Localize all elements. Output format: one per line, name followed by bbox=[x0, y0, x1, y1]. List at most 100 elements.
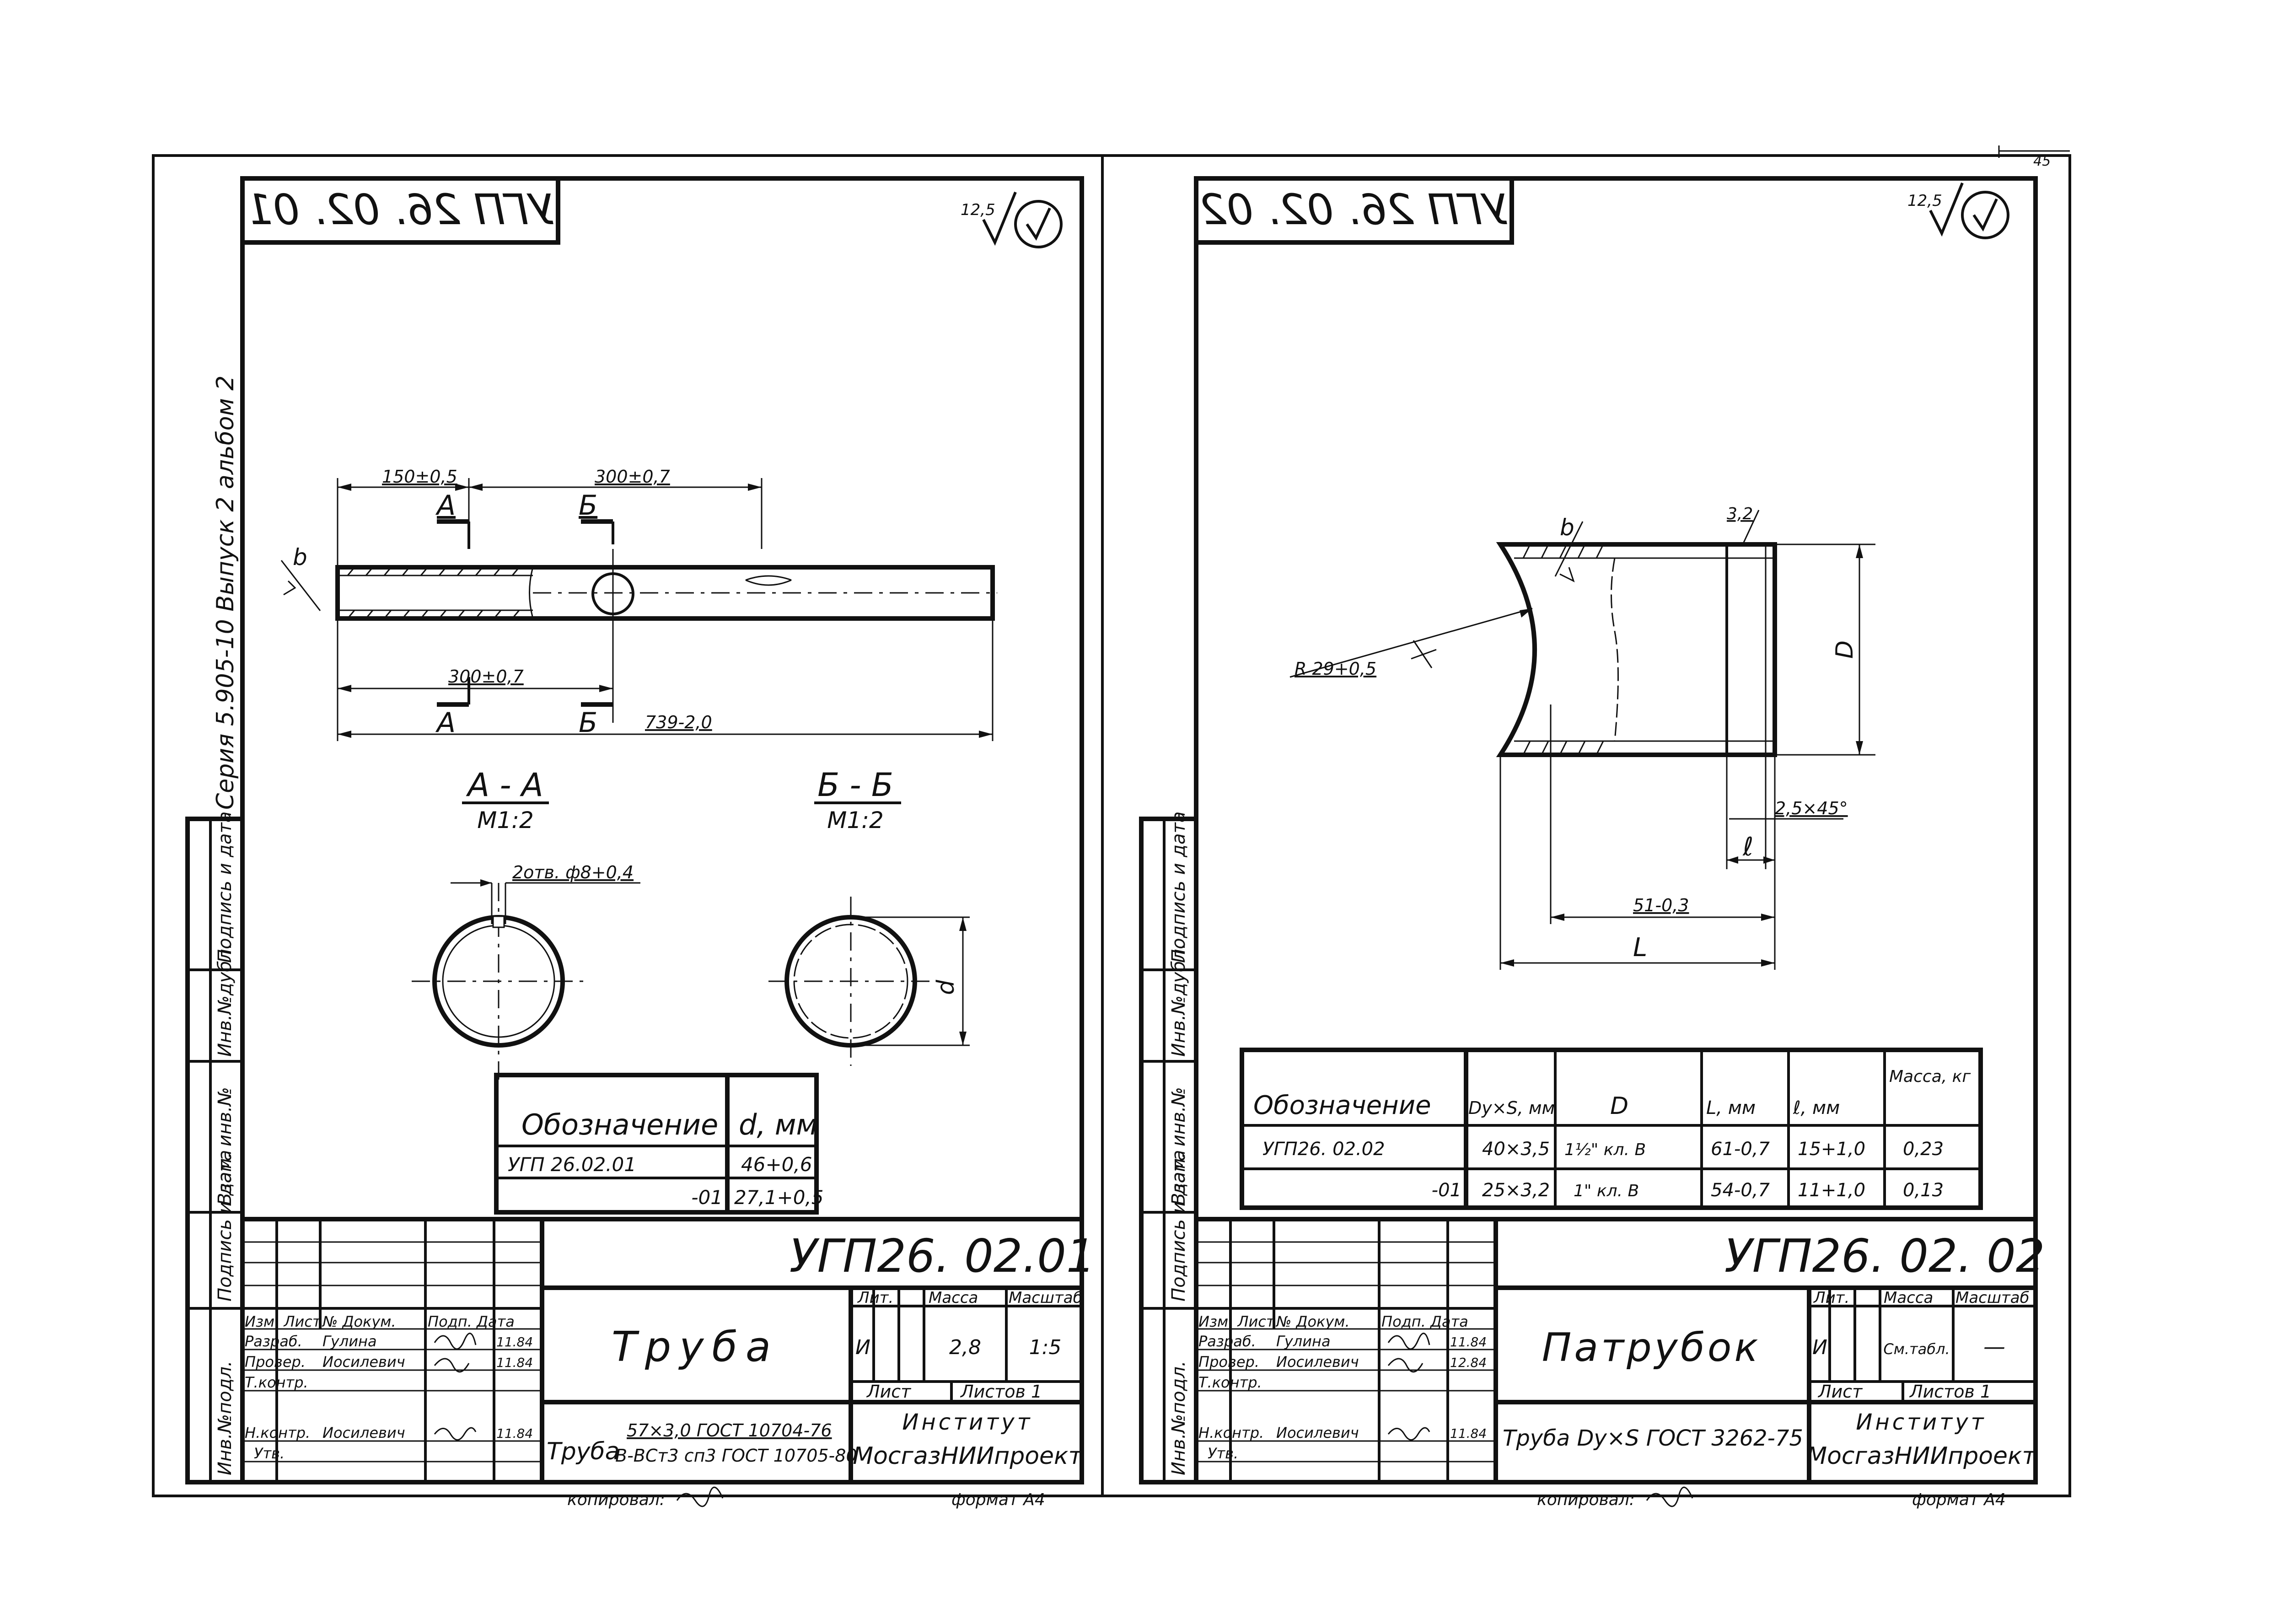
table2-row2-D: 1" кл. В bbox=[1574, 1182, 1639, 1200]
table2-row2-l: 11+1,0 bbox=[1798, 1180, 1865, 1201]
stamp1-name: Труба bbox=[612, 1323, 779, 1371]
side-label-5: Подпись и дата bbox=[215, 812, 236, 963]
stamp2-mass-label: Масса bbox=[1884, 1289, 1933, 1307]
cut-b-bottom: Б bbox=[579, 707, 597, 739]
stamp2-name-2: Иосилевич bbox=[1276, 1353, 1359, 1371]
table-sheet-2: Обозначение Dy×S, мм D L, мм ℓ, мм Масса… bbox=[1240, 1048, 1983, 1210]
stamp1-name-4: Иосилевич bbox=[322, 1424, 405, 1441]
table1-row1-d: 46+0,6 bbox=[741, 1153, 812, 1176]
stamp2-org2: МосгазНИИпроект bbox=[1806, 1442, 2036, 1470]
stamp2-lit-label: Лит. bbox=[1813, 1289, 1849, 1307]
signature-2c bbox=[1387, 1427, 1430, 1441]
roughness-mark-1: 12,5 bbox=[961, 191, 1063, 248]
page-number: 45 bbox=[2033, 153, 2051, 169]
stamp2-role-2: Провер. bbox=[1198, 1353, 1259, 1371]
stamp1-date-1: 11.84 bbox=[496, 1334, 533, 1350]
table1-header-d: d, мм bbox=[739, 1108, 817, 1141]
copied-label-1: копировал: bbox=[567, 1490, 665, 1509]
copied-signature-1 bbox=[676, 1486, 724, 1507]
side2-label-1: Инв.№подл. bbox=[1168, 1361, 1189, 1475]
cut-a-bottom: А bbox=[435, 707, 456, 739]
section-labels: А - А М1:2 Б - Б М1:2 bbox=[462, 766, 901, 834]
side2-label-5: Подпись и дата bbox=[1168, 812, 1189, 963]
stamp1-date-header: Подп. Дата bbox=[428, 1313, 515, 1330]
stamp2-date-2: 12.84 bbox=[1450, 1355, 1487, 1370]
roughness-value-2: 12,5 bbox=[1907, 192, 1942, 210]
section-bb-title: Б - Б bbox=[817, 766, 893, 804]
stamp1-mass-label: Масса bbox=[929, 1289, 978, 1307]
side2-label-4: Инв.№дубл. bbox=[1168, 943, 1189, 1057]
stamp1-name-2: Иосилевич bbox=[322, 1353, 405, 1371]
stamp1-name-1: Гулина bbox=[322, 1333, 377, 1350]
section-aa-scale: М1:2 bbox=[477, 807, 534, 834]
stamp1-material-top: 57×3,0 ГОСТ 10704-76 bbox=[627, 1420, 832, 1441]
side2-label-3: Взам. инв.№ bbox=[1168, 1087, 1189, 1205]
sheet-1: УГП 26. 02. 01 12,5 Серия 5.905-10 Выпус… bbox=[185, 176, 1096, 1509]
stamp1-lit: И bbox=[855, 1336, 870, 1359]
dim-D: D bbox=[1831, 640, 1859, 659]
cut-b-top: Б bbox=[579, 489, 597, 522]
pipe-elevation: b bbox=[280, 544, 997, 621]
mirrored-code-2: УГП 26. 02. 02 bbox=[1200, 185, 1508, 234]
signature-1a bbox=[434, 1333, 477, 1350]
top-dimensions: 150±0,5 300±0,7 А Б bbox=[337, 467, 763, 723]
section-bb: d bbox=[768, 897, 970, 1066]
mirrored-code-box-1: УГП 26. 02. 01 bbox=[240, 176, 560, 245]
stamp1-role-3: Т.контр. bbox=[245, 1374, 308, 1391]
stamp1-role-1: Разраб. bbox=[245, 1333, 302, 1350]
stamp2-role-4: Н.контр. bbox=[1198, 1424, 1264, 1441]
table2-header-l: ℓ, мм bbox=[1793, 1097, 1840, 1119]
series-note: Серия 5.905-10 Выпуск 2 альбом 2 bbox=[212, 376, 239, 810]
stamp1-mass: 2,8 bbox=[949, 1336, 981, 1359]
nozzle-elevation: b R 29+0,5 3,2 D 2,5×45° bbox=[1289, 505, 1875, 970]
signature-2a bbox=[1387, 1333, 1430, 1350]
stamp2-scale-label: Масштаб bbox=[1955, 1289, 2030, 1307]
holes-note: 2отв. ф8+0,4 bbox=[512, 862, 634, 882]
copied-signature-2 bbox=[1646, 1486, 1693, 1507]
stamp2-name-header: № Докум. bbox=[1275, 1313, 1350, 1330]
stamp2-sheet-label: Лист bbox=[1817, 1382, 1863, 1402]
dim-L: L bbox=[1633, 933, 1647, 963]
stamp1-sheets-label: Листов 1 bbox=[960, 1382, 1042, 1402]
section-aa-title: А - А bbox=[466, 766, 543, 804]
signature-2b bbox=[1387, 1358, 1424, 1373]
stamp1-org1: Институт bbox=[902, 1409, 1032, 1435]
stamp2-role-1: Разраб. bbox=[1198, 1333, 1256, 1350]
stamp2-date-4: 11.84 bbox=[1450, 1426, 1487, 1441]
stamp1-sheet-label: Лист bbox=[866, 1382, 912, 1402]
table-sheet-1: Обозначение d, мм УГП 26.02.01 46+0,6 -0… bbox=[494, 1073, 824, 1215]
dim-chamfer: 2,5×45° bbox=[1775, 798, 1848, 818]
table2-header-D: D bbox=[1610, 1092, 1628, 1120]
signature-1c bbox=[434, 1427, 477, 1441]
table2-row1-dys: 40×3,5 bbox=[1482, 1139, 1550, 1160]
stamp1-role-header: Изм. Лист bbox=[245, 1313, 322, 1330]
sheet-2: УГП 26. 02. 02 12,5 Подпись и дата Инв.№… bbox=[1139, 176, 2045, 1509]
side-label-1: Инв.№подл. bbox=[215, 1361, 236, 1475]
stamp2-role-5: Утв. bbox=[1208, 1445, 1238, 1462]
table1-row2-d: 27,1+0,5 bbox=[734, 1186, 824, 1209]
stamp1-code: УГП26. 02.01 bbox=[790, 1229, 1096, 1283]
stamp2-role-header: Изм. Лист bbox=[1198, 1313, 1275, 1330]
weld-mark-1: b bbox=[293, 544, 307, 570]
table2-row1-D: 1½" кл. В bbox=[1564, 1140, 1646, 1159]
stamp2-lit: И bbox=[1812, 1336, 1827, 1359]
table1-row2-designation: -01 bbox=[691, 1186, 723, 1209]
side-label-4: Инв.№дубл. bbox=[215, 943, 236, 1057]
dim-300-bottom: 300±0,7 bbox=[448, 667, 524, 687]
mirrored-code-box-2: УГП 26. 02. 02 bbox=[1194, 176, 1514, 245]
dim-d: d bbox=[932, 979, 960, 995]
table2-row2-L: 54-0,7 bbox=[1711, 1180, 1770, 1201]
signature-1b bbox=[434, 1358, 470, 1373]
stamp1-material-prefix: Труба bbox=[547, 1438, 619, 1465]
roughness-value-1: 12,5 bbox=[961, 201, 995, 219]
section-aa: 2отв. ф8+0,4 bbox=[412, 862, 640, 1080]
stamp2-name-1: Гулина bbox=[1276, 1333, 1331, 1350]
stamp2-name: Патрубок bbox=[1542, 1325, 1761, 1371]
dim-3-2: 3,2 bbox=[1727, 505, 1753, 523]
copied-label-2: копировал: bbox=[1537, 1490, 1635, 1509]
stamp1-date-4: 11.84 bbox=[496, 1426, 533, 1441]
table2-row1-mass: 0,23 bbox=[1903, 1139, 1944, 1160]
table2-row2-designation: -01 bbox=[1432, 1180, 1461, 1201]
cut-a-top: А bbox=[435, 489, 456, 522]
